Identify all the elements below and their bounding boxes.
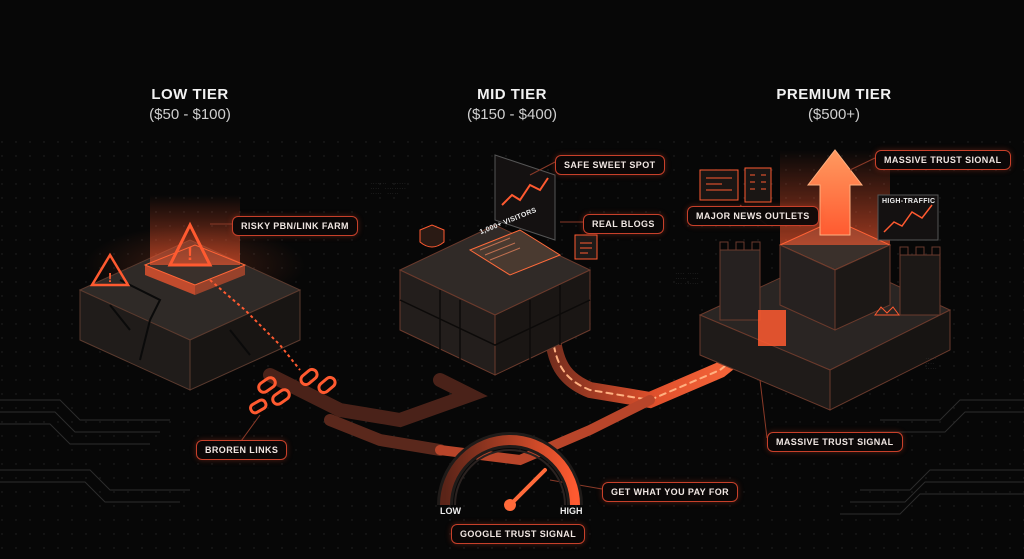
- callout-broken-links: BROREN LINKS: [196, 440, 288, 460]
- gauge-low-label: LOW: [440, 506, 461, 516]
- code-snippet: ..... .... .....: [925, 355, 938, 370]
- tier-price-low: ($50 - $100): [149, 106, 231, 123]
- tier-title-premium: PREMIUM TIER: [776, 86, 892, 103]
- google-trust-gauge: [437, 432, 583, 511]
- tier-title-low: LOW TIER: [151, 86, 229, 103]
- high-traffic-label: HIGH-TRAFFIC: [882, 198, 936, 205]
- callout-massive-trust-top: MASSIVE TRUST SIONAL: [875, 150, 1011, 170]
- tier-price-mid: ($150 - $400): [466, 106, 558, 123]
- callout-google-trust-signal: GOOGLE TRUST SIGNAL: [451, 524, 586, 544]
- svg-text:!: !: [187, 244, 193, 264]
- callout-get-what-you-pay: GET WHAT YOU PAY FOR: [602, 482, 739, 502]
- tier-title-mid: MID TIER: [477, 86, 547, 103]
- broken-chain-links: [249, 367, 337, 415]
- callout-safe-sweet-spot: SAFE SWEET SPOT: [555, 155, 665, 175]
- low-tier-blocks: ! !: [78, 195, 305, 391]
- circuit-traces: [0, 399, 1024, 515]
- callout-massive-trust-bottom: MASSIVE TRUST SIGNAL: [767, 432, 903, 452]
- callout-major-news: MAJOR NEWS OUTLETS: [687, 206, 819, 226]
- code-snippet: ....... ...... .... ......... ..... ....…: [370, 180, 407, 195]
- callout-real-blogs: REAL BLOGS: [583, 214, 664, 234]
- tier-price-premium: ($500+): [807, 106, 861, 123]
- premium-tier-castle: [698, 149, 952, 411]
- callout-risky-pbn: RISKY PBN/LINK FARM: [232, 216, 358, 236]
- mid-tier-blocks: [398, 154, 598, 376]
- code-snippet: .... ..... ..... ... ... ......: [675, 270, 700, 285]
- svg-text:!: !: [108, 270, 112, 285]
- gauge-high-label: HIGH: [560, 506, 583, 516]
